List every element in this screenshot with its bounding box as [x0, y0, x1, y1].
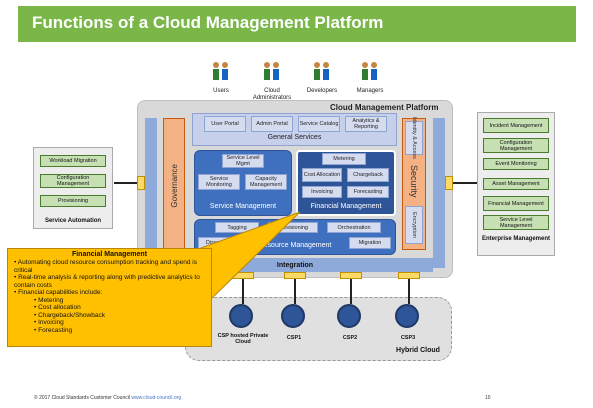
title-bar: Functions of a Cloud Management Platform [18, 6, 576, 42]
csp3-label: CSP3 [400, 335, 416, 341]
connector-right-plug [445, 176, 453, 190]
analytics-reporting-box: Analytics & Reporting [345, 116, 387, 132]
cost-allocation-box: Cost Allocation [302, 168, 342, 182]
incident-management-item: Incident Management [483, 118, 549, 133]
user-label: Managers [356, 88, 384, 94]
cloud-icon [281, 304, 305, 328]
csp-connector [242, 279, 244, 304]
footer-copyright: © 2017 Cloud Standards Customer Council … [34, 395, 181, 401]
general-services-title: General Services [267, 134, 322, 141]
service-level-management-item: Service Level Management [483, 215, 549, 230]
event-monitoring-item: Event Monitoring [483, 158, 549, 170]
callout-sub-bullet: • Chargeback/Showback [34, 311, 105, 319]
asset-management-item: Asset Management [483, 178, 549, 190]
csp1-label: CSP1 [286, 335, 302, 341]
csp-connector [294, 279, 296, 304]
callout-sub-bullet: • Forecasting [34, 326, 73, 334]
cloud-icon [337, 304, 361, 328]
security-label: Security [409, 164, 419, 198]
forecasting-box: Forecasting [347, 186, 389, 198]
service-monitoring-box: Service Monitoring [198, 174, 240, 190]
configuration-management-item: Configuration Management [40, 174, 106, 188]
invoicing-box: Invoicing [302, 186, 342, 198]
encryption-box: Encryption [405, 206, 423, 244]
connector-left-plug [137, 176, 145, 190]
hybrid-cloud-title: Hybrid Cloud [396, 347, 440, 354]
integration-plug [284, 272, 306, 279]
migration-box: Migration [349, 237, 391, 249]
user-group-managers: Managers [344, 60, 396, 95]
provisioning-item: Provisioning [40, 195, 106, 207]
service-catalog-box: Service Catalog [298, 116, 340, 132]
capacity-management-box: Capacity Management [245, 174, 287, 190]
csp-connector [350, 279, 352, 304]
chargeback-box: Chargeback [347, 168, 389, 182]
footer-copyright-text: © 2017 Cloud Standards Customer Council [34, 395, 130, 401]
user-label: Developers [306, 88, 338, 94]
callout-sub-bullet: • Invoicing [34, 319, 64, 326]
slide-title: Functions of a Cloud Management Platform [32, 13, 384, 32]
service-management-title: Service Management [209, 203, 277, 210]
user-portal-box: User Portal [204, 116, 246, 132]
people-icon [213, 62, 228, 80]
orchestration-box: Orchestration [327, 222, 381, 233]
identity-access-label: Identity & Access [411, 117, 417, 159]
user-label: Cloud Administrators [252, 88, 292, 101]
security-label-box: Security [405, 162, 423, 200]
cloud-icon [229, 304, 253, 328]
user-label: Users [213, 88, 229, 94]
left-bar [145, 118, 157, 268]
financial-management-title: Financial Management [310, 203, 382, 210]
integration-plug [340, 272, 362, 279]
admin-portal-box: Admin Portal [251, 116, 293, 132]
integration-plug [398, 272, 420, 279]
callout-sub-bullet: • Metering [34, 296, 64, 304]
platform-title: Cloud Management Platform [330, 103, 439, 112]
financial-management-callout: Financial Management • Automating cloud … [7, 248, 212, 347]
resource-management-title: Resource Management [258, 242, 332, 249]
workload-migration-item: Workload Migration [40, 155, 106, 167]
callout-bullet: • Real-time analysis & reporting along w… [14, 274, 200, 289]
footer-url[interactable]: www.cloud-council.org [131, 395, 182, 401]
connector-right [453, 182, 477, 184]
csp2-label: CSP2 [342, 335, 358, 341]
callout-sub-bullet: • Cost allocation [34, 304, 81, 311]
csp-connector [408, 279, 410, 304]
financial-management-item: Financial Management [483, 196, 549, 211]
page-number: 10 [485, 395, 491, 401]
user-group-developers: Developers [296, 60, 348, 95]
callout-title: Financial Management [71, 251, 148, 258]
configuration-management-item: Configuration Management [483, 138, 549, 153]
enterprise-management-title: Enterprise Management [481, 236, 551, 242]
metering-box: Metering [322, 153, 366, 165]
csp-private-label: CSP hosted Private Cloud [217, 333, 269, 345]
people-icon [314, 62, 329, 80]
user-group-users: Users [195, 60, 247, 95]
integration-label: Integration [276, 261, 314, 269]
encryption-label: Encryption [411, 212, 417, 238]
user-group-admins: Cloud Administrators [246, 60, 298, 102]
service-level-mgmt-box: Service Level Mgmt [222, 154, 264, 168]
callout-bullet: • Automating cloud resource consumption … [14, 259, 197, 274]
connector-left [114, 182, 137, 184]
cloud-icon [395, 304, 419, 328]
service-automation-title: Service Automation [44, 218, 102, 224]
people-icon [264, 62, 279, 80]
right-bar [433, 118, 445, 268]
callout-bullet: • Financial capabilities include: [14, 289, 103, 296]
identity-access-box: Identity & Access [405, 117, 423, 159]
people-icon [362, 62, 377, 80]
